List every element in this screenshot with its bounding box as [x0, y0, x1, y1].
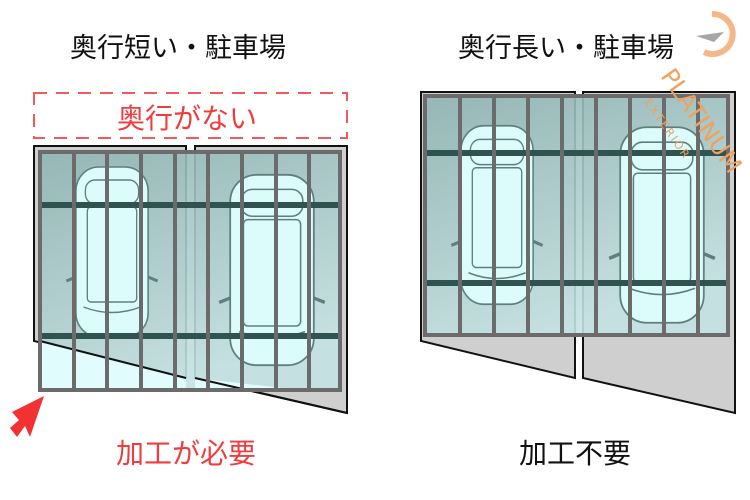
carport-frame [423, 94, 730, 337]
long-carport [420, 91, 736, 415]
no-modification-label: 加工不要 [519, 437, 632, 470]
modification-required-label: 加工が必要 [116, 437, 257, 470]
missing-depth-box [33, 92, 348, 139]
red-arrow-icon [10, 396, 44, 437]
long-carport-title: 奥行長い・駐車場 [458, 33, 674, 64]
no-depth-label: 奥行がない [117, 102, 258, 135]
short-carport-title: 奥行短い・駐車場 [70, 33, 286, 64]
car-icon [64, 165, 160, 339]
carport-frame [38, 150, 342, 392]
short-carport [10, 92, 348, 437]
